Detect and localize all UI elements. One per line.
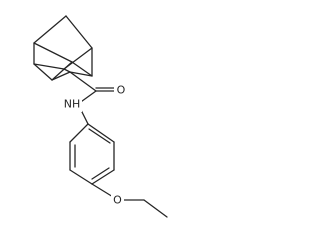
- carbonyl-oxygen: O: [114, 83, 126, 97]
- bond: [33, 63, 53, 81]
- bond: [69, 71, 97, 92]
- bond: [71, 61, 93, 77]
- bond: [65, 15, 93, 49]
- bond: [91, 169, 115, 185]
- carbonyl-oxygen-label: O: [117, 84, 126, 97]
- bond: [143, 199, 168, 218]
- bond: [69, 71, 93, 77]
- bond: [33, 42, 73, 63]
- benzene-ring: [69, 123, 115, 185]
- bond: [63, 68, 71, 73]
- ethoxy-group: [91, 183, 168, 218]
- aromatic-inner-bond: [88, 128, 111, 144]
- amide-nitrogen: NH: [64, 98, 82, 112]
- molecule-structure: O NH O: [33, 15, 168, 218]
- adamantane-cage: [33, 15, 93, 81]
- bond: [33, 15, 67, 44]
- bond: [51, 71, 71, 81]
- bond: [33, 63, 65, 70]
- bond: [69, 169, 93, 185]
- aromatic-inner-bond: [91, 167, 110, 180]
- bond: [69, 123, 89, 143]
- amide-nitrogen-label: NH: [64, 98, 81, 111]
- ether-oxygen-label: O: [113, 194, 122, 207]
- ether-oxygen: O: [111, 193, 124, 207]
- bond: [87, 123, 115, 143]
- bond: [63, 47, 93, 70]
